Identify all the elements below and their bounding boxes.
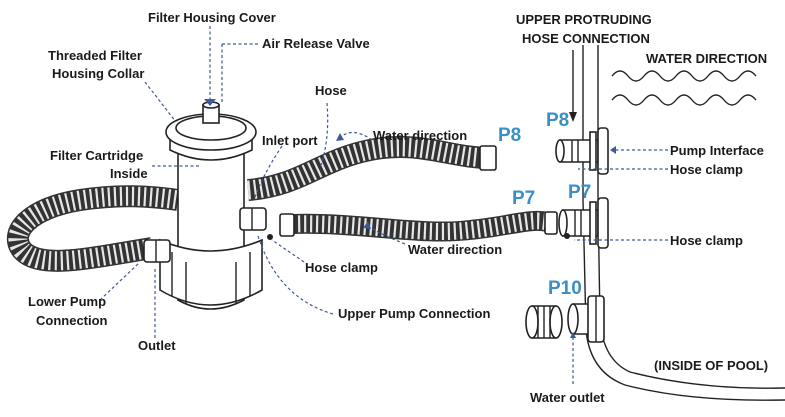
leader-lines xyxy=(99,26,668,384)
p10-wall-tag: P10 xyxy=(548,278,582,299)
lower-pump-connection-label-line2: Connection xyxy=(36,313,108,328)
p7-hose-tag: P7 xyxy=(512,188,535,209)
p8-hose-tag: P8 xyxy=(498,125,521,146)
water-direction-top-label: Water direction xyxy=(373,128,467,143)
inlet-port-label: Inlet port xyxy=(262,133,318,148)
lower-pump-connection-label-line1: Lower Pump xyxy=(28,294,106,309)
upper-protruding-arrow xyxy=(569,50,577,122)
hose-label: Hose xyxy=(315,83,347,98)
p8-wall-fitting xyxy=(555,127,609,175)
water-wave-lines xyxy=(611,70,757,106)
filter-cartridge-label-line1: Filter Cartridge xyxy=(50,148,143,163)
hose-clamp-left-label: Hose clamp xyxy=(305,260,378,275)
upper-protruding-label-line2: HOSE CONNECTION xyxy=(522,31,650,46)
upper-pump-connection-label: Upper Pump Connection xyxy=(338,306,490,321)
filter-housing xyxy=(159,101,263,310)
inside-of-pool-label: (INSIDE OF POOL) xyxy=(654,358,768,373)
threaded-collar-label-line2: Housing Collar xyxy=(52,66,144,81)
air-release-valve-label: Air Release Valve xyxy=(262,36,370,51)
filter-cartridge-label-line2: Inside xyxy=(110,166,148,181)
outlet-label: Outlet xyxy=(138,338,176,353)
water-direction-mid-label: Water direction xyxy=(408,242,502,257)
upper-protruding-label-line1: UPPER PROTRUDING xyxy=(516,12,652,27)
p7-wall-tag: P7 xyxy=(568,182,591,203)
pump-interface-label: Pump Interface xyxy=(670,143,764,158)
hose-clamp-right-top-label: Hose clamp xyxy=(670,162,743,177)
hose-p7 xyxy=(279,210,558,242)
p7-wall-fitting xyxy=(558,197,609,249)
hose-clamp-right-bottom-label: Hose clamp xyxy=(670,233,743,248)
lower-hose xyxy=(6,185,180,272)
threaded-collar-label-line1: Threaded Filter xyxy=(48,48,142,63)
filter-housing-cover-label: Filter Housing Cover xyxy=(148,10,276,25)
p8-wall-tag: P8 xyxy=(546,110,569,131)
inlet-port-fitting xyxy=(239,207,273,240)
water-direction-pool-label: WATER DIRECTION xyxy=(646,51,767,66)
leader-arrowheads xyxy=(204,99,616,338)
p10-plug-cap xyxy=(525,305,563,339)
outlet-fitting xyxy=(143,239,171,263)
hose-p8 xyxy=(246,136,497,201)
water-outlet-label: Water outlet xyxy=(530,390,605,405)
